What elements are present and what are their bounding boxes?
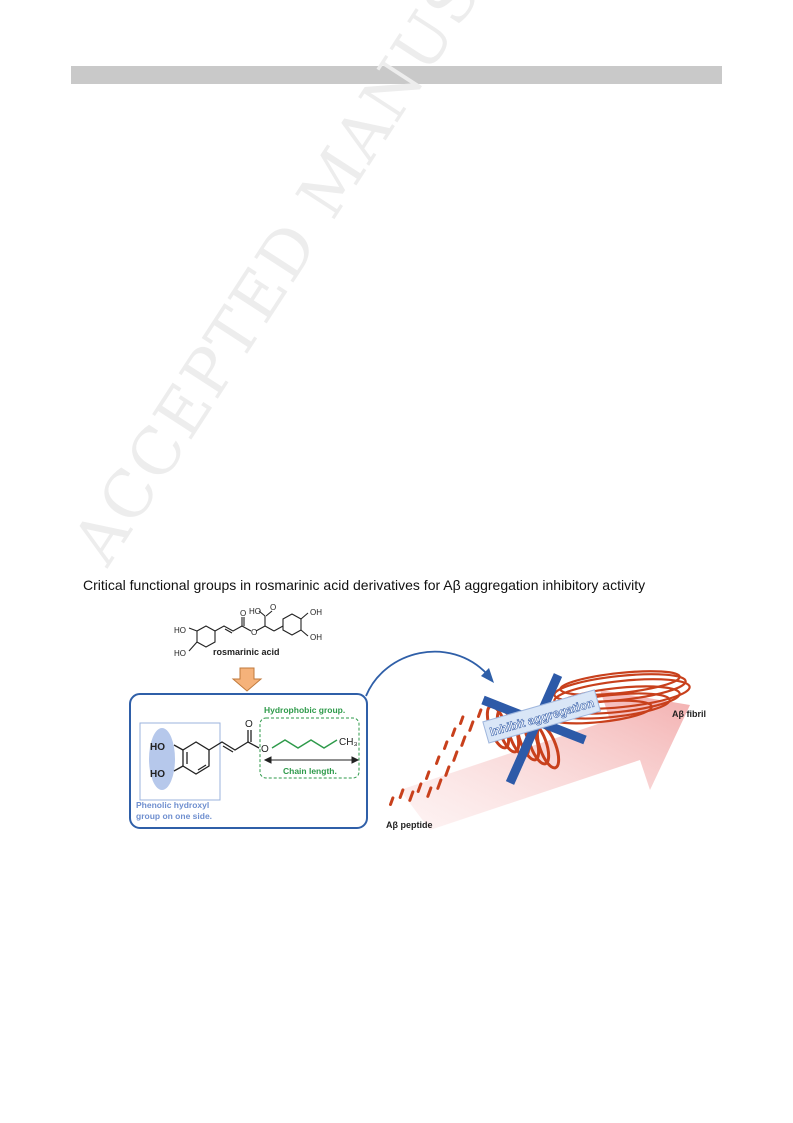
- header-bar: [71, 66, 722, 84]
- hydrophobic-group-label: Hydrophobic group.: [264, 705, 345, 715]
- chain-length-arrow: [263, 756, 360, 764]
- derivative-ester-o-label: O: [261, 744, 269, 755]
- ho-label: HO: [174, 626, 186, 635]
- phenolic-group-box: [139, 722, 221, 801]
- graphic-title: Critical functional groups in rosmarinic…: [83, 577, 646, 593]
- carboxyl-ho-label: HO: [249, 607, 261, 616]
- curved-connector-arrow: [365, 650, 488, 697]
- alkyl-chain: [271, 739, 338, 749]
- oh-label: OH: [310, 608, 322, 617]
- ch3-label: CH₃: [339, 737, 358, 748]
- curved-arrow-head: [481, 668, 494, 683]
- right-benzene-ring: [282, 613, 302, 636]
- phenolic-highlight-ellipse: [149, 728, 175, 790]
- phenolic-label-line1: Phenolic hydroxyl: [136, 800, 209, 810]
- down-arrow: [231, 667, 263, 692]
- rosmarinic-acid-label: rosmarinic acid: [213, 647, 280, 657]
- derivative-structure: [173, 730, 260, 775]
- ho-label: HO: [174, 649, 186, 658]
- left-benzene-ring: [196, 625, 216, 648]
- carbonyl-o-label: O: [240, 609, 246, 618]
- hydrophobic-group-box: [259, 717, 360, 779]
- oh-label: OH: [310, 633, 322, 642]
- derivative-carbonyl-o-label: O: [245, 719, 253, 730]
- peptide-label: Aβ peptide: [386, 820, 433, 830]
- ester-o-label: O: [251, 628, 257, 637]
- rosmarinic-acid-structure: [188, 610, 309, 652]
- chain-length-label: Chain length.: [283, 766, 337, 776]
- derivative-panel: [129, 693, 368, 829]
- peptide-segments: [389, 708, 483, 807]
- phenolic-label-line2: group on one side.: [136, 811, 212, 821]
- derivative-ho-label: HO: [150, 742, 165, 753]
- acid-o-label: O: [270, 603, 276, 612]
- fibril-label: Aβ fibril: [672, 709, 706, 719]
- derivative-ho-label: HO: [150, 769, 165, 780]
